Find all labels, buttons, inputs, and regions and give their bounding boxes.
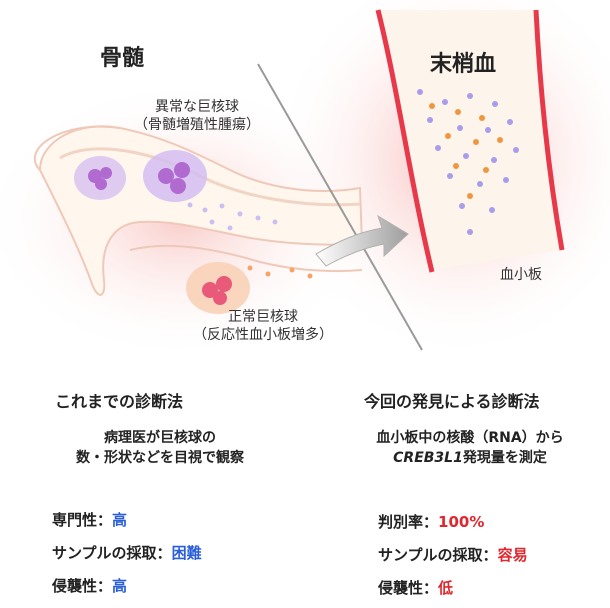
abnormal-megakaryocyte-cell — [143, 150, 207, 202]
abnormal-megakaryocyte-cell — [74, 156, 126, 200]
new-method-title: 今回の発見による診断法 — [364, 392, 540, 411]
previous-method-title: これまでの診断法 — [55, 392, 184, 411]
normal-megakaryocyte-cell — [186, 262, 250, 314]
marrow-platelets-orange — [247, 265, 313, 279]
bone-hook — [33, 125, 121, 171]
vessel-wall-right — [533, 9, 565, 251]
previous-method-description: 病理医が巨核球の 数・形状などを目視で観察 — [76, 430, 244, 466]
bone-lower-curve — [129, 244, 363, 273]
illustration — [0, 0, 610, 360]
new-accuracy-row: 判別率：100% — [378, 513, 485, 531]
previous-sampling-row: サンプルの採取：困難 — [52, 544, 202, 562]
normal-megakaryocyte-label: 正常巨核球 （反応性血小板増多） — [193, 309, 333, 343]
new-method-description: 血小板中の核酸（RNA）から CREB3L1発現量を測定 — [376, 430, 564, 466]
platelet-label: 血小板 — [500, 267, 542, 283]
previous-invasiveness-row: 侵襲性：高 — [52, 577, 128, 595]
bone-marrow-title: 骨髄 — [100, 46, 145, 71]
blood-platelets-purple — [417, 89, 519, 235]
vessel-wall-left — [375, 9, 435, 273]
gene-name: CREB3L1 — [393, 450, 463, 466]
flow-arrow — [315, 214, 409, 267]
new-sampling-row: サンプルの採取：容易 — [378, 546, 528, 564]
blood-platelets-orange — [429, 103, 503, 199]
previous-expertise-row: 専門性：高 — [52, 511, 128, 529]
marrow-platelets — [187, 202, 278, 231]
peripheral-blood-title: 末梢血 — [430, 52, 497, 77]
new-invasiveness-row: 侵襲性：低 — [378, 579, 454, 597]
divider-line — [257, 63, 423, 351]
blood-vessel — [378, 10, 560, 270]
abnormal-megakaryocyte-label: 異常な巨核球 （骨髄増殖性腫瘍） — [134, 99, 260, 133]
